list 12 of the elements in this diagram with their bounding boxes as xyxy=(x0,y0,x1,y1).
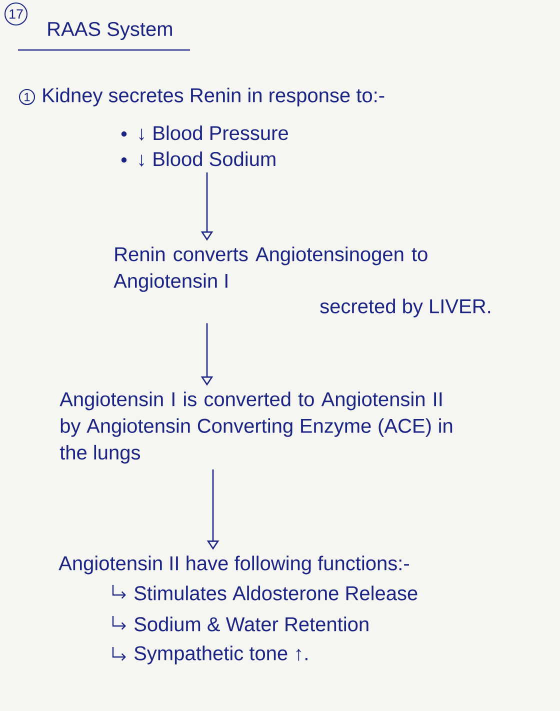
callout-number: 17 xyxy=(4,2,28,26)
step-text: Angiotensin II have following functions:- xyxy=(58,556,409,574)
title: RAAS System xyxy=(48,22,172,40)
list-item: Sodium & Water Retention xyxy=(134,616,368,632)
list-item: ↓ Blood Pressure xyxy=(139,125,288,141)
step-text: Kidney secretes Renin in response to:- xyxy=(43,88,384,106)
step-text: Angiotensin I is converted to Angiotensin II by Angiotensin Converting Enzyme (ACE) in the lungs xyxy=(60,392,452,464)
list-item: ↓ Blood Sodium xyxy=(139,151,276,167)
callout-number: 1 xyxy=(18,88,36,106)
list-item: Sympathetic tone ↑. xyxy=(134,646,308,664)
side-note: secreted by LIVER. xyxy=(320,298,490,318)
list-item: Stimulates Aldosterone Release xyxy=(134,586,418,600)
